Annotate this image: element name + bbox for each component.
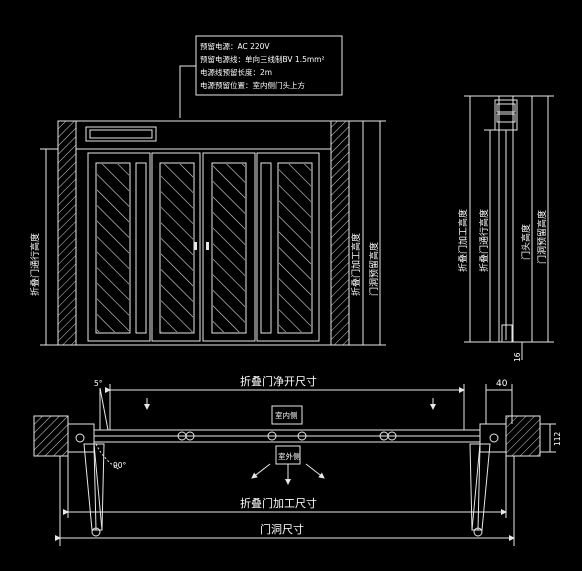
notes-box: 预留电源：AC 220V 预留电源线：单向三线制BV 1.5mm² 电源线预留长… [179,35,343,118]
note-power: 预留电源：AC 220V [200,41,270,51]
side-bottom-value: 16 [513,352,522,362]
plan-right-wall [505,415,541,457]
note-cable: 预留电源线：单向三线制BV 1.5mm² [200,54,324,64]
side-dim-1: 折叠门加工高度 [457,209,469,272]
plan-bottom-dim-1: 折叠门加工尺寸 [240,496,317,510]
leader-line [179,65,196,118]
plan-left-wall [33,415,69,457]
angle-top: 5° [94,379,103,388]
note-location: 电源预留位置：室内侧门头上方 [200,80,305,90]
indoor-label-box [271,405,303,425]
door-leaves [87,152,320,342]
plan-bottom-dim-2: 门洞尺寸 [260,522,304,536]
left-wall [57,120,77,346]
side-dim-3: 门头高度 [520,224,532,260]
front-left-dim: 折叠门通行高度 [29,233,41,296]
outdoor-label: 室外侧 [278,451,301,461]
swing-angle: 90° [113,461,127,470]
plan-view: 90° 5° 折叠门净开尺寸 40 112 室内侧 室外侧 [33,374,562,546]
right-folded-leaf [471,443,491,531]
plan-width-40: 40 [496,379,508,389]
side-view: 折叠门加工高度 折叠门通行高度 门头高度 门洞预留高度 16 [457,95,554,362]
door-header [75,120,332,150]
right-wall [330,120,350,346]
motor-box [85,126,157,142]
front-right-dim-1: 折叠门加工高度 [350,233,362,296]
note-length: 电源线预留长度：2m [200,67,272,77]
front-view: 折叠门通行高度 折叠门加工高度 门洞预留高度 [29,120,386,346]
plan-depth-112: 112 [553,431,562,446]
plan-top-dim: 折叠门净开尺寸 [240,374,317,388]
indoor-label: 室内侧 [275,410,298,420]
side-dim-4: 门洞预留高度 [536,210,548,264]
side-dim-2: 折叠门通行高度 [478,209,490,272]
front-right-dim-2: 门洞预留高度 [368,242,380,296]
left-folded-leaf [83,443,103,531]
